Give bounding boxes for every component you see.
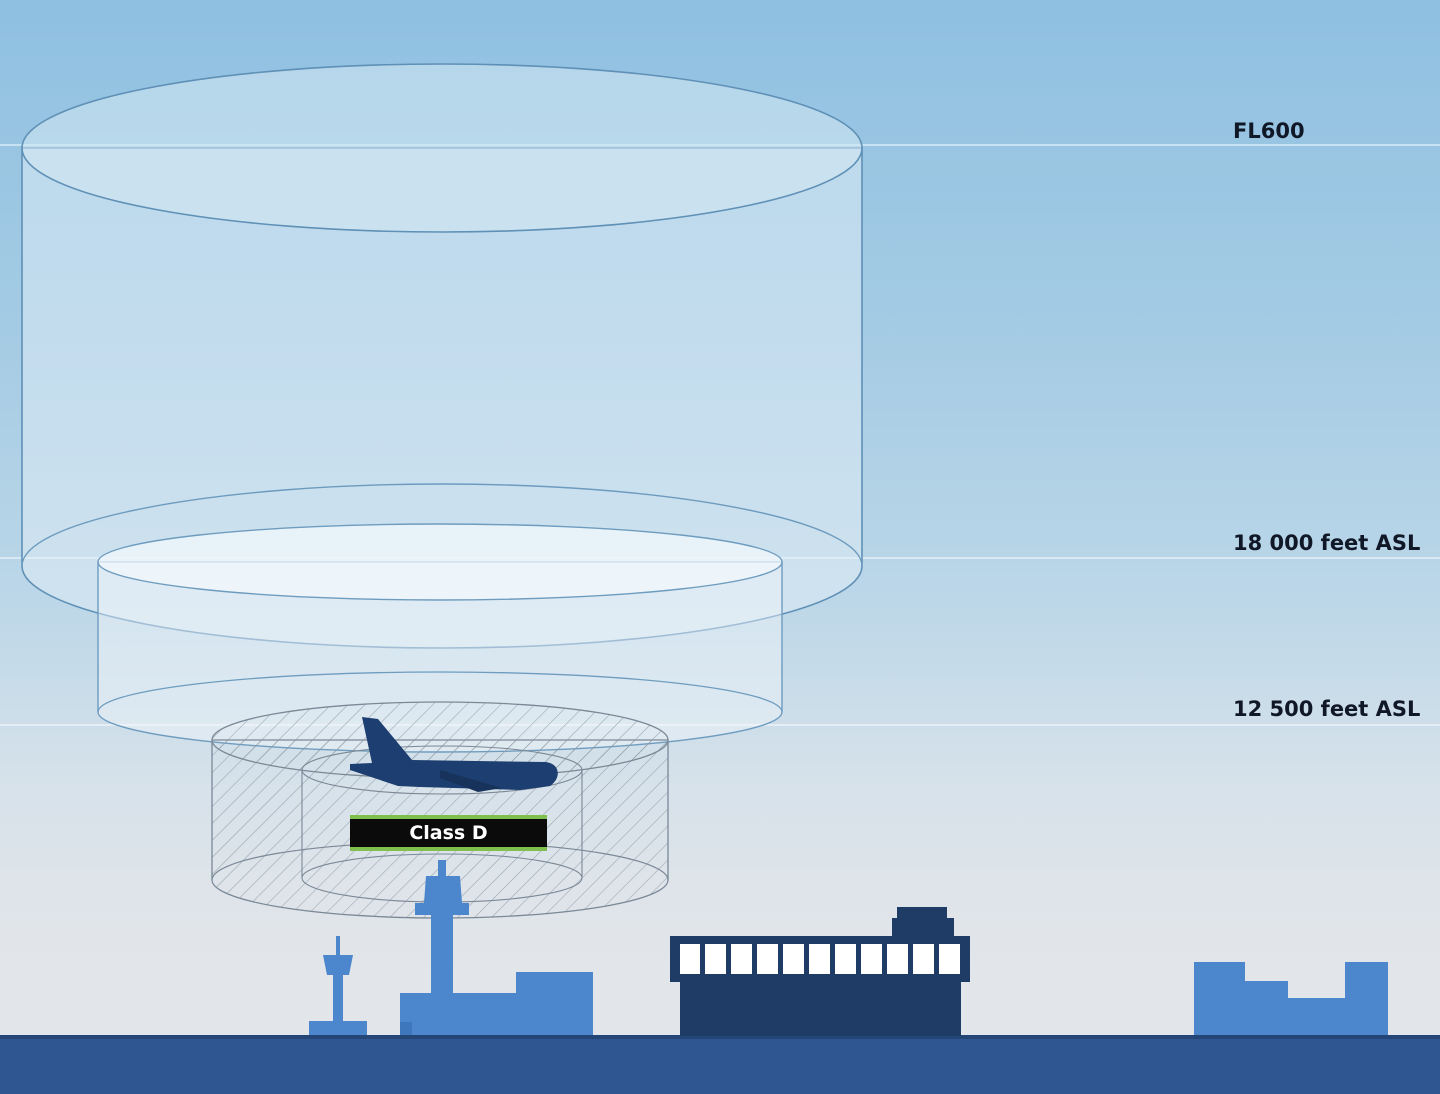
upper-airspace-cylinder (21, 63, 863, 649)
altitude-label-12500-feet: 12 500 feet ASL (1233, 697, 1421, 721)
city-buildings-icon (1194, 962, 1388, 1035)
small-tower-icon (309, 936, 367, 1035)
altitude-label-fl600: FL600 (1233, 119, 1305, 143)
airliner-icon (350, 717, 558, 792)
ground-strip (0, 1035, 1440, 1094)
control-tower-icon (400, 860, 593, 1035)
altitude-label-18000-feet: 18 000 feet ASL (1233, 531, 1421, 555)
middle-airspace-cylinder (97, 523, 783, 753)
ship-icon (670, 907, 970, 1036)
airspace-class-label: Class D (350, 815, 547, 851)
